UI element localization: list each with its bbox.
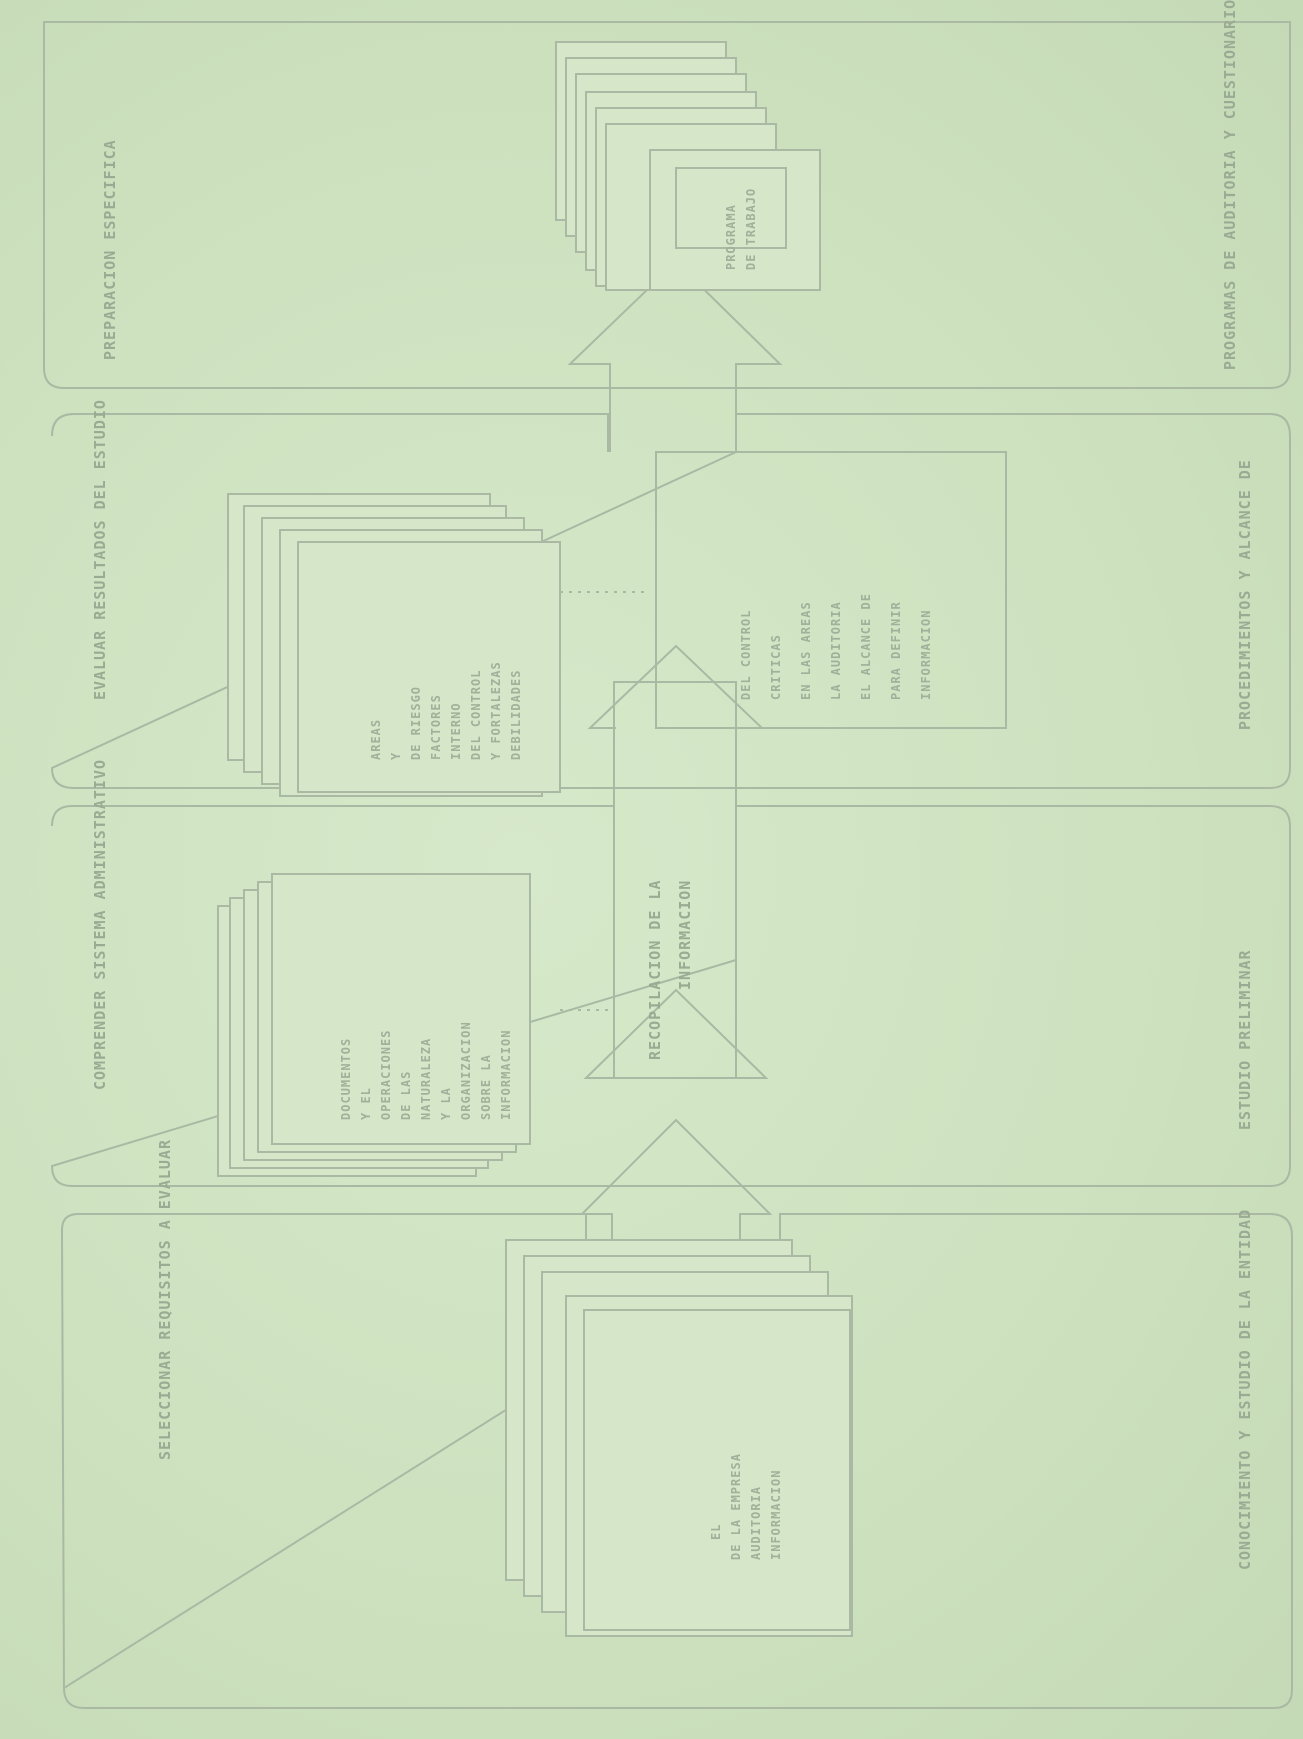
doc2-line-2: SOBRE LA bbox=[479, 1054, 493, 1120]
doc2-line-7: OPERACIONES bbox=[379, 1030, 393, 1120]
lane4-note: PREPARACION ESPECIFICA bbox=[101, 139, 119, 360]
doc4-line-3: EL ALCANCE DE bbox=[859, 593, 873, 700]
center-box bbox=[613, 681, 737, 1079]
lane3-note: EVALUAR RESULTADOS DEL ESTUDIO bbox=[91, 399, 109, 700]
lane-3 bbox=[50, 413, 1291, 789]
doc3-line-4: INTERNO bbox=[449, 702, 463, 760]
lane4-title: PROGRAMAS DE AUDITORIA Y CUESTIONARIOS bbox=[1221, 0, 1239, 370]
doc4-line-1: INFORMACION bbox=[919, 610, 933, 700]
doc3-line-3: DEL CONTROL bbox=[469, 670, 483, 760]
doc2-line-5: NATURALEZA bbox=[419, 1038, 433, 1120]
lane3-title: PROCEDIMIENTOS Y ALCANCE DE bbox=[1236, 459, 1254, 730]
lane2-title: ESTUDIO PRELIMINAR bbox=[1236, 949, 1254, 1130]
doc-stack-5 bbox=[555, 41, 821, 291]
lane-1 bbox=[61, 1213, 1293, 1709]
lane-4 bbox=[43, 21, 1291, 389]
doc4-line-5: EN LAS AREAS bbox=[799, 601, 813, 700]
doc4-line-4: LA AUDITORIA bbox=[829, 601, 843, 700]
doc3-line-5: FACTORES bbox=[429, 694, 443, 760]
doc4-box bbox=[655, 451, 1007, 729]
arrow-3 bbox=[587, 644, 765, 729]
lane1-note: SELECCIONAR REQUISITOS A EVALUAR bbox=[156, 1139, 174, 1460]
doc2-line-3: ORGANIZACION bbox=[459, 1021, 473, 1120]
doc2-line-1: INFORMACION bbox=[499, 1030, 513, 1120]
arrow-1 bbox=[579, 1118, 773, 1250]
doc-stack-1 bbox=[505, 1239, 853, 1637]
doc2-line-4: Y LA bbox=[439, 1087, 453, 1120]
doc3-line-1: DEBILIDADES bbox=[509, 670, 523, 760]
doc2-line-8: Y EL bbox=[359, 1087, 373, 1120]
doc4-line-7: DEL CONTROL bbox=[739, 610, 753, 700]
doc-labels: EL DE LA EMPRESA AUDITORIA INFORMACION I… bbox=[339, 188, 933, 1560]
doc3-line-2: Y FORTALEZAS bbox=[489, 661, 503, 760]
doc-stack-2 bbox=[217, 873, 531, 1177]
center-label-1: RECOPILACION DE LA bbox=[646, 879, 664, 1060]
doc1-line-2: DE LA EMPRESA bbox=[729, 1453, 743, 1560]
doc1-line-4: INFORMACION bbox=[769, 1470, 783, 1560]
center-label-2: INFORMACION bbox=[676, 880, 694, 990]
doc1-line-3: AUDITORIA bbox=[749, 1486, 763, 1560]
doc4-line-2: PARA DEFINIR bbox=[889, 601, 903, 700]
doc2-line-9: DOCUMENTOS bbox=[339, 1038, 353, 1120]
doc1-line-1: EL bbox=[709, 1524, 723, 1540]
doc3-line-8: AREAS bbox=[369, 719, 383, 760]
doc2-line-6: DE LAS bbox=[399, 1071, 413, 1120]
doc4-line-6: CRITICAS bbox=[769, 634, 783, 700]
doc5-line-2: DE TRABAJO bbox=[744, 188, 758, 270]
lane-2 bbox=[50, 805, 1291, 1187]
doc3-line-7: Y bbox=[389, 752, 403, 760]
lane2-note: COMPRENDER SISTEMA ADMINISTRATIVO bbox=[91, 759, 109, 1090]
doc-stack-3 bbox=[227, 493, 561, 797]
doc3-line-6: DE RIESGO bbox=[409, 686, 423, 760]
lane1-title: CONOCIMIENTO Y ESTUDIO DE LA ENTIDAD bbox=[1236, 1209, 1254, 1570]
center-labels: RECOPILACION DE LA INFORMACION bbox=[646, 879, 694, 1060]
lane-labels: CONOCIMIENTO Y ESTUDIO DE LA ENTIDAD SEL… bbox=[91, 0, 1254, 1570]
doc5-line-1: PROGRAMA bbox=[724, 204, 738, 270]
arrow-2 bbox=[583, 988, 769, 1079]
